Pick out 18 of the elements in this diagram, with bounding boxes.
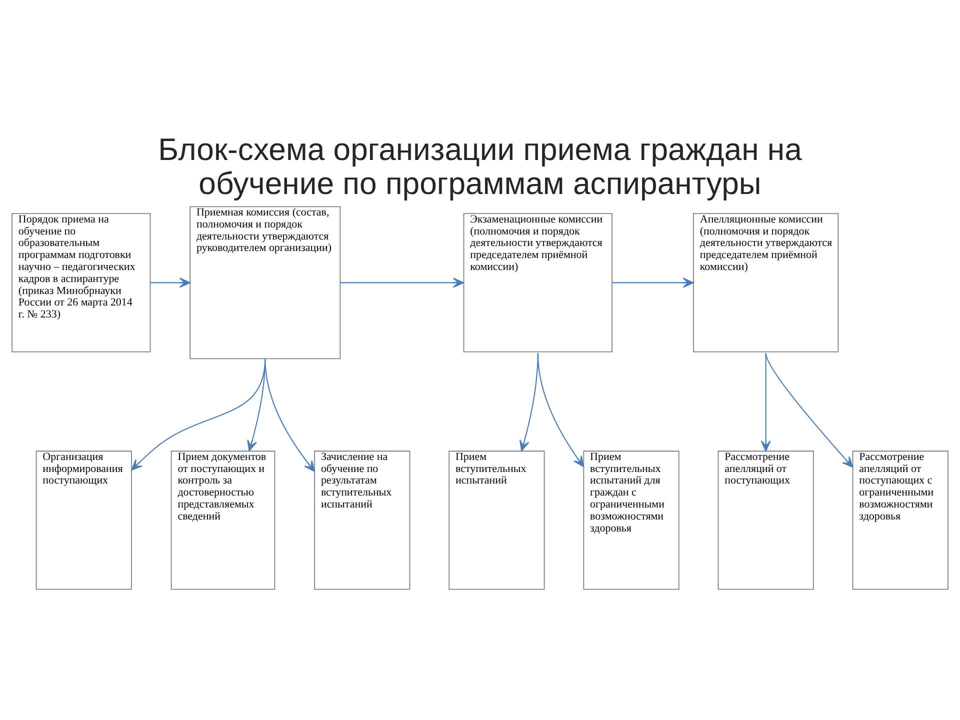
arrow	[765, 352, 854, 468]
node-box: Порядок приема на обучение по образовательным программам подготовки научно – педагогических кадров в аспирантуре (приказ Минобрнауки России от 26 марта 2014 г. № 233)	[12, 212, 151, 352]
node-box: Прием вступительных испытаний для граждан с ограниченными возможностями здоровья	[583, 450, 680, 590]
arrow	[537, 352, 584, 467]
node-box: Приемная комиссия (состав, полномочия и порядок деятельности утверждаются руководителем организации)	[190, 206, 341, 359]
node-box: Апелляционные комиссии (полномочия и порядок деятельности утверждаются председателем приёмной комиссии)	[693, 212, 839, 352]
node-box: Прием документов от поступающих и контроль за достоверностью представляемых сведений	[170, 450, 276, 590]
arrow	[264, 358, 316, 472]
node-box: Экзаменационные комиссии (полномочия и порядок деятельности утверждаются председателем приёмной комиссии)	[463, 212, 612, 352]
arrow	[612, 277, 694, 288]
node-box: Рассмотрение апелляций от поступающих	[718, 450, 814, 590]
node-box: Рассмотрение апелляций от поступающих с ограниченными возможностями здоровья	[852, 450, 948, 590]
node-box: Организация информирования поступающих	[36, 450, 132, 590]
arrow	[150, 277, 190, 288]
arrow	[340, 277, 464, 288]
diagram-title: Блок-схема организации приема граждан на обучение по программам аспирантуры	[158, 132, 802, 201]
node-box: Прием вступительных испытаний	[448, 450, 545, 590]
node-box: Зачисление на обучение по результатам вступительных испытаний	[314, 450, 410, 590]
